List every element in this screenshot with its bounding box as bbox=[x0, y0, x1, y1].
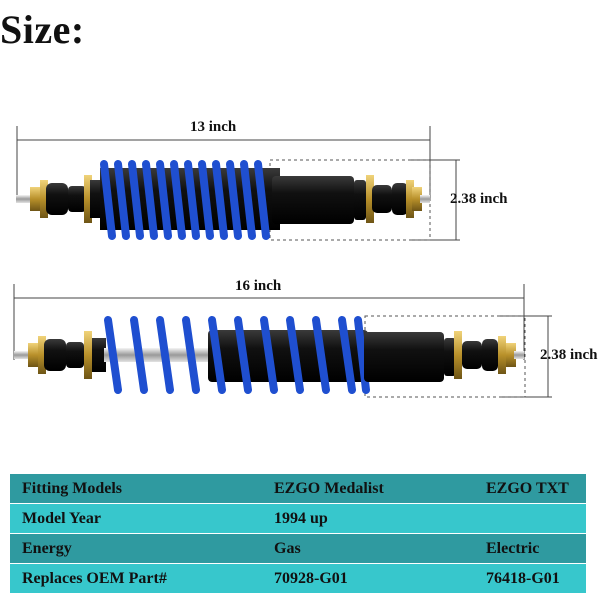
spec-value: EZGO Medalist bbox=[262, 474, 474, 504]
spec-value: 1994 up bbox=[262, 503, 474, 534]
table-row: Fitting Models EZGO Medalist EZGO TXT bbox=[10, 474, 586, 504]
spec-value: 76418-G01 bbox=[474, 563, 586, 594]
table-row: Model Year 1994 up bbox=[10, 503, 586, 534]
table-row: Energy Gas Electric bbox=[10, 533, 586, 564]
spring-coils bbox=[104, 316, 370, 394]
spring-coils bbox=[100, 160, 270, 240]
spec-value: EZGO TXT bbox=[474, 474, 586, 504]
width-label-1: 2.38 inch bbox=[450, 191, 508, 207]
spec-value: 70928-G01 bbox=[262, 563, 474, 594]
spec-value: Gas bbox=[262, 533, 474, 564]
width-label-2: 2.38 inch bbox=[540, 347, 598, 363]
spec-value bbox=[474, 503, 586, 534]
shock-absorber-13-inch bbox=[16, 126, 460, 241]
spec-label: Energy bbox=[10, 533, 262, 564]
shock-absorber-16-inch bbox=[13, 284, 552, 398]
spec-label: Model Year bbox=[10, 503, 262, 534]
spec-value: Electric bbox=[474, 533, 586, 564]
spec-label: Replaces OEM Part# bbox=[10, 563, 262, 594]
page-heading: Size: bbox=[0, 7, 85, 52]
length-label-1: 13 inch bbox=[190, 119, 237, 135]
length-label-2: 16 inch bbox=[235, 278, 282, 294]
spec-label: Fitting Models bbox=[10, 474, 262, 504]
spec-table: Fitting Models EZGO Medalist EZGO TXT Mo… bbox=[10, 474, 586, 594]
table-row: Replaces OEM Part# 70928-G01 76418-G01 bbox=[10, 563, 586, 594]
shock-absorber-illustration bbox=[13, 126, 552, 398]
